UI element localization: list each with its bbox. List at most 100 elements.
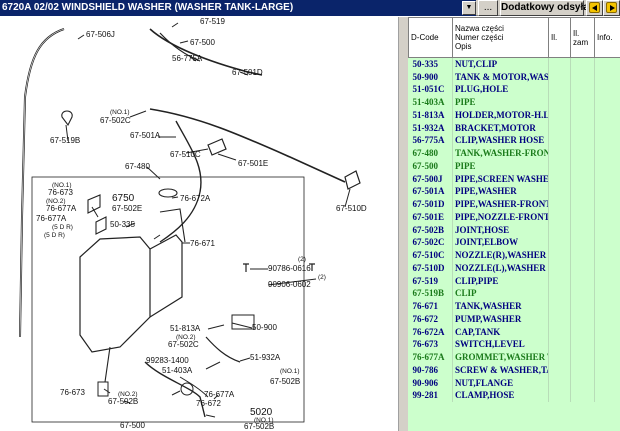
diagram-label[interactable]: 67-502C [100,116,131,125]
part-info[interactable] [594,389,620,402]
part-code[interactable]: 76-671 [408,299,453,313]
part-qty-ordered[interactable] [570,223,595,236]
diagram-label[interactable]: 5020 [250,407,273,418]
part-qty-ordered[interactable] [570,159,595,173]
part-qty[interactable] [548,350,571,364]
part-qty[interactable] [548,248,571,262]
part-qty[interactable] [548,159,571,173]
part-name[interactable]: PIPE,SCREEN WASHER [452,172,549,185]
part-qty[interactable] [548,95,571,109]
more-button[interactable]: ... [478,0,498,16]
part-info[interactable] [594,312,620,326]
diagram-label[interactable]: 76-673 [48,188,73,197]
part-qty[interactable] [548,312,571,326]
part-name[interactable]: CLIP,WASHER HOSE [452,134,549,147]
part-info[interactable] [594,146,620,160]
part-qty-ordered[interactable] [570,172,595,185]
part-qty[interactable] [548,287,571,300]
col-header-qty-ordered[interactable]: Il. zam [570,17,595,58]
diagram-label[interactable]: 67-519B [50,136,80,145]
part-name[interactable]: PIPE,WASHER-FRONT WIPER [452,197,549,211]
part-code[interactable]: 67-510D [408,261,453,275]
part-name[interactable]: HOLDER,MOTOR-H.L.CLEANER [452,108,549,122]
part-info[interactable] [594,223,620,236]
diagram-label[interactable]: 76-672A [180,194,211,203]
part-name[interactable]: TANK,WASHER [452,299,549,313]
part-name[interactable]: PIPE,NOZZLE-FRONT WASHER [452,210,549,224]
diagram-label[interactable]: 67-480 [125,162,150,171]
col-header-name[interactable]: Nazwa części Numer części Opis [452,17,549,58]
part-name[interactable]: JOINT,ELBOW [452,236,549,249]
part-qty-ordered[interactable] [570,376,595,389]
part-qty[interactable] [548,197,571,211]
part-info[interactable] [594,95,620,109]
part-name[interactable]: BRACKET,MOTOR [452,121,549,134]
part-name[interactable]: CLIP [452,287,549,300]
part-name[interactable]: JOINT,HOSE [452,223,549,236]
part-info[interactable] [594,210,620,224]
part-code[interactable]: 67-502C [408,236,453,249]
part-name[interactable]: TANK & MOTOR,WASHER [452,70,549,83]
part-qty-ordered[interactable] [570,338,595,351]
prev-button[interactable] [586,0,603,16]
part-info[interactable] [594,261,620,275]
diagram-label[interactable]: 90786-0616 [268,264,311,273]
part-name[interactable]: CLIP,PIPE [452,274,549,287]
part-qty[interactable] [548,299,571,313]
part-qty[interactable] [548,274,571,287]
part-info[interactable] [594,274,620,287]
part-qty[interactable] [548,134,571,147]
part-qty-ordered[interactable] [570,389,595,402]
part-name[interactable]: GROMMET,WASHER TANK [452,350,549,364]
part-qty-ordered[interactable] [570,287,595,300]
diagram-label[interactable]: 67-506J [86,30,115,39]
diagram-label[interactable]: 56-775A [172,54,203,63]
part-name[interactable]: NUT,FLANGE [452,376,549,389]
part-code[interactable]: 51-403A [408,95,453,109]
diagram-label[interactable]: 50-900 [252,323,277,332]
part-code[interactable]: 67-500 [408,159,453,173]
part-qty-ordered[interactable] [570,299,595,313]
part-qty-ordered[interactable] [570,363,595,377]
diagram-label[interactable]: 67-502C [168,340,199,349]
part-qty-ordered[interactable] [570,70,595,83]
part-qty-ordered[interactable] [570,134,595,147]
diagram-label[interactable]: 76-672 [196,399,221,408]
part-name[interactable]: TANK,WASHER-FRONT [452,146,549,160]
diagram-scrollbar[interactable] [398,17,408,431]
part-info[interactable] [594,134,620,147]
part-code[interactable]: 76-672A [408,325,453,338]
part-info[interactable] [594,197,620,211]
part-code[interactable]: 76-677A [408,350,453,364]
part-qty-ordered[interactable] [570,57,595,71]
part-code[interactable]: 90-906 [408,376,453,389]
part-code[interactable]: 51-051C [408,83,453,96]
part-code[interactable]: 67-510C [408,248,453,262]
part-code[interactable]: 76-673 [408,338,453,351]
part-qty[interactable] [548,325,571,338]
diagram-label[interactable]: 90906-0602 [268,280,311,289]
part-qty-ordered[interactable] [570,121,595,134]
part-qty[interactable] [548,57,571,71]
part-info[interactable] [594,325,620,338]
part-code[interactable]: 51-813A [408,108,453,122]
diagram-label[interactable]: 76-677A [204,390,235,399]
part-code[interactable]: 99-281 [408,389,453,402]
part-code[interactable]: 56-775A [408,134,453,147]
part-info[interactable] [594,287,620,300]
part-code[interactable]: 67-502B [408,223,453,236]
part-code[interactable]: 90-786 [408,363,453,377]
diagram-label[interactable]: 67-502B [270,377,300,386]
